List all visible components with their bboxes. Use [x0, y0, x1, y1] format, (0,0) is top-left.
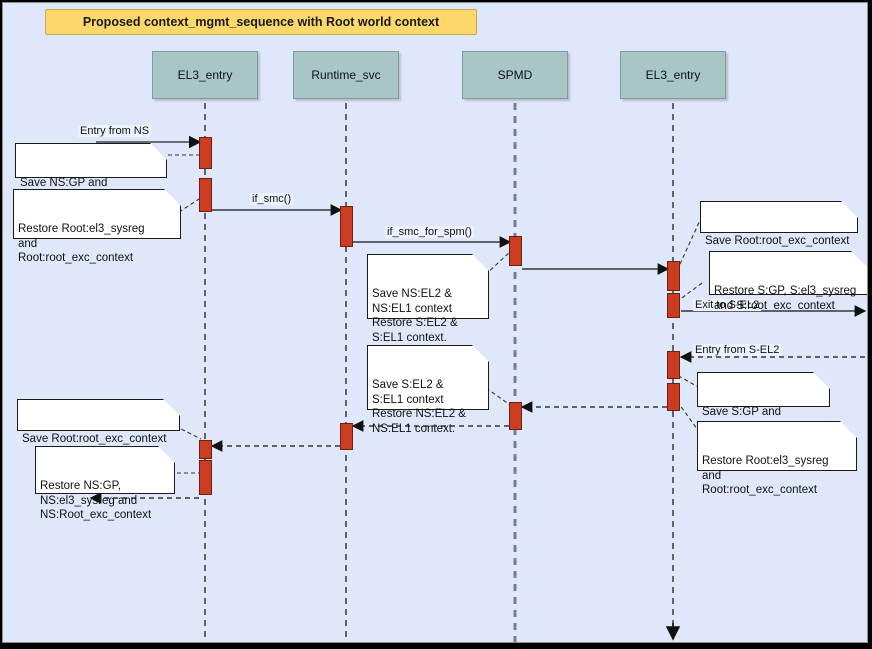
activation-el3-left-4[interactable] — [199, 460, 212, 495]
activation-runtime-svc-2[interactable] — [340, 423, 353, 450]
note-save-ns-gp[interactable]: Save NS:GP and NS:Root_exc_context — [15, 143, 167, 204]
note-save-s-gp[interactable]: Save S:GP and S:root_exc_context — [697, 372, 830, 433]
note-fold-icon — [472, 345, 489, 362]
lifeline-label: SPMD — [497, 68, 533, 82]
activation-el3-right-1[interactable] — [667, 261, 680, 291]
note-text: Restore S:GP, S:el3_sysreg and S:root_ex… — [714, 285, 857, 312]
diagram-title-banner: Proposed context_mgmt_sequence with Root… — [45, 9, 477, 35]
message-label-entry-from-ns: Entry from NS — [78, 125, 152, 137]
note-text: Save S:EL2 & S:EL1 context Restore NS:EL… — [372, 379, 466, 435]
note-text: Save NS:EL2 & NS:EL1 context Restore S:E… — [372, 288, 458, 344]
message-label-entry-from-s-el2: Entry from S-EL2 — [693, 344, 782, 356]
activation-el3-left-3[interactable] — [199, 440, 212, 459]
message-label-if-smc-for-spm: if_smc_for_spm() — [385, 226, 474, 238]
note-save-root-exc-context-right[interactable]: Save Root:root_exc_context — [700, 201, 858, 247]
note-text: Restore Root:el3_sysreg and Root:root_ex… — [18, 223, 145, 264]
lifeline-head-el3-entry-right[interactable]: EL3_entry — [620, 51, 726, 99]
note-save-root-exc-context-left[interactable]: Save Root:root_exc_context — [17, 399, 180, 445]
activation-spmd-2[interactable] — [509, 402, 522, 430]
note-fold-icon — [813, 372, 830, 389]
note-fold-icon — [158, 446, 175, 463]
note-text: Save Root:root_exc_context — [705, 235, 850, 247]
note-fold-icon — [150, 143, 167, 160]
note-connector-4 — [674, 215, 703, 276]
message-label-if-smc: if_smc() — [250, 193, 294, 205]
activation-el3-right-3[interactable] — [667, 351, 680, 379]
note-fold-icon — [163, 399, 180, 416]
note-text: Restore Root:el3_sysreg and Root:root_ex… — [702, 455, 829, 496]
activation-el3-left-2[interactable] — [199, 178, 212, 212]
note-connector-9 — [174, 425, 202, 440]
note-restore-ns-gp[interactable]: Restore NS:GP, NS:el3_sysreg and NS:Root… — [35, 446, 175, 521]
activation-runtime-svc-1[interactable] — [340, 206, 353, 247]
activation-el3-left-1[interactable] — [199, 137, 212, 169]
note-fold-icon — [851, 251, 867, 268]
note-text: Save Root:root_exc_context — [22, 433, 167, 445]
note-connector-6 — [485, 387, 514, 408]
diagram-title: Proposed context_mgmt_sequence with Root… — [82, 15, 440, 29]
note-save-ns-el2-restore-s-el2[interactable]: Save NS:EL2 & NS:EL1 context Restore S:E… — [367, 254, 489, 344]
lifeline-head-spmd[interactable]: SPMD — [462, 51, 568, 99]
note-fold-icon — [164, 189, 181, 206]
note-restore-s-gp[interactable]: Restore S:GP, S:el3_sysreg and S:root_ex… — [709, 251, 867, 312]
note-text: Restore NS:GP, NS:el3_sysreg and NS:Root… — [40, 480, 152, 521]
note-connector-2 — [172, 198, 200, 217]
lifeline-head-runtime-svc[interactable]: Runtime_svc — [293, 51, 399, 99]
note-restore-root-el3-sysreg-right[interactable]: Restore Root:el3_sysreg and Root:root_ex… — [697, 421, 857, 496]
activation-el3-right-4[interactable] — [667, 383, 680, 411]
lifeline-head-el3-entry-left[interactable]: EL3_entry — [152, 51, 258, 99]
note-restore-root-el3-sysreg[interactable]: Restore Root:el3_sysreg and Root:root_ex… — [13, 189, 181, 264]
lifeline-label: Runtime_svc — [311, 68, 381, 82]
note-save-s-el2-restore-ns-el2[interactable]: Save S:EL2 & S:EL1 context Restore NS:EL… — [367, 345, 489, 435]
lifeline-label: EL3_entry — [645, 68, 701, 82]
note-connector-7 — [676, 374, 701, 389]
activation-el3-right-2[interactable] — [667, 293, 680, 318]
note-fold-icon — [840, 421, 857, 438]
lifeline-label: EL3_entry — [177, 68, 233, 82]
activation-spmd-1[interactable] — [509, 236, 522, 266]
note-fold-icon — [841, 201, 858, 218]
note-connector-3 — [484, 250, 512, 276]
message-label-exit-to-s-el2: Exit to S-EL2 — [693, 299, 762, 311]
note-fold-icon — [472, 254, 489, 271]
